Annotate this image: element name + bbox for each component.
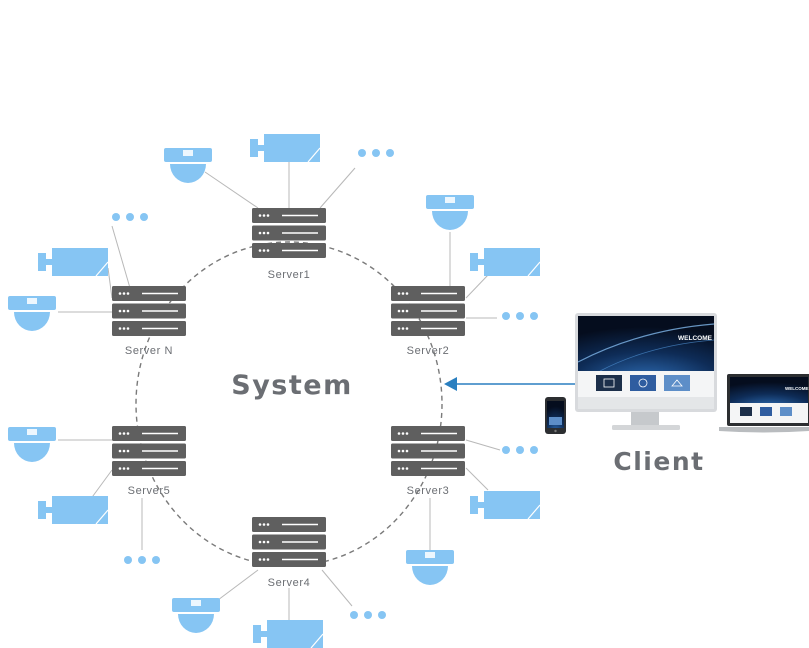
server-5[interactable]: Server5 <box>111 425 187 497</box>
bullet-camera-icon <box>469 490 541 520</box>
more-dots-icon <box>502 446 538 454</box>
server-label: Server N <box>125 345 173 357</box>
server-rack-icon <box>111 285 187 337</box>
laptop-icon: WELCOME <box>719 374 809 433</box>
dome-camera-icon <box>7 295 57 332</box>
more-dots-icon <box>112 213 148 221</box>
bullet-camera-icon <box>469 247 541 277</box>
server-label: Server5 <box>128 485 171 497</box>
server-rack-icon <box>251 516 327 568</box>
more-dots-icon <box>358 149 394 157</box>
client-connection-arrow <box>444 377 577 391</box>
bullet-camera-icon <box>37 247 109 277</box>
more-dots-icon <box>502 312 538 320</box>
dome-camera-icon <box>171 597 221 634</box>
dome-camera-icon <box>163 147 213 184</box>
more-dots-icon <box>350 611 386 619</box>
server-n[interactable]: Server N <box>111 285 187 357</box>
server-label: Server2 <box>407 345 450 357</box>
server-rack-icon <box>251 207 327 259</box>
server4-devices <box>171 597 386 648</box>
bullet-camera-icon <box>249 133 321 163</box>
client-label: Client <box>613 447 704 476</box>
dome-camera-icon <box>405 549 455 586</box>
server1-devices <box>163 133 394 184</box>
server-label: Server1 <box>268 269 311 281</box>
server-1[interactable]: Server1 <box>251 207 327 281</box>
dome-camera-icon <box>425 194 475 231</box>
system-label: System <box>231 370 352 401</box>
server-3[interactable]: Server3 <box>390 425 466 497</box>
welcome-text: WELCOME <box>678 335 713 342</box>
more-dots-icon <box>124 556 160 564</box>
server-label: Server4 <box>268 577 311 589</box>
bullet-camera-icon <box>37 495 109 525</box>
welcome-text: WELCOME <box>785 386 809 391</box>
desktop-monitor-icon: WELCOME <box>575 313 717 430</box>
smartphone-icon <box>545 397 566 434</box>
dome-camera-icon <box>7 426 57 463</box>
server-label: Server3 <box>407 485 450 497</box>
server-rack-icon <box>111 425 187 477</box>
device-links <box>58 162 501 620</box>
server-rack-icon <box>390 285 466 337</box>
server2-devices <box>425 194 541 320</box>
server-2[interactable]: Server2 <box>390 285 466 357</box>
server-4[interactable]: Server4 <box>251 516 327 589</box>
bullet-camera-icon <box>252 619 324 648</box>
server-rack-icon <box>390 425 466 477</box>
